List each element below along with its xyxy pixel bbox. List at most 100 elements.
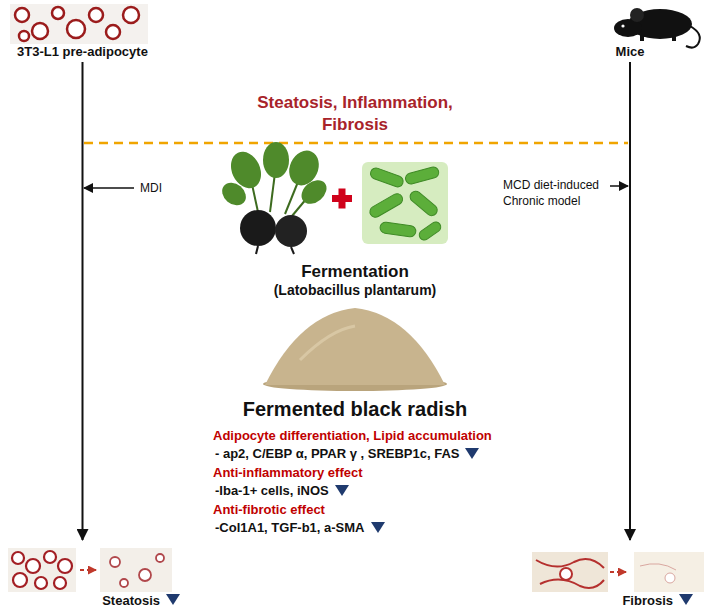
tissue-image-part-part (536, 559, 604, 568)
tissue-image-part (532, 552, 608, 592)
process-label-wrap: Fermentation (301, 262, 409, 282)
image-panel: Mice (575, 2, 685, 62)
pointer-arrow (610, 185, 628, 187)
radish-image-part (256, 246, 258, 254)
radish-image-part (291, 247, 294, 254)
connector-arrow (82, 62, 84, 540)
connector-arrow (629, 62, 631, 540)
input-label: MCD diet-induced Chronic model (503, 178, 599, 208)
cell-image-part (110, 554, 164, 587)
cell-image-part-part (89, 8, 103, 22)
cell-image-part (10, 4, 148, 44)
panel-caption-row: Mice (616, 42, 645, 60)
radish-image (218, 142, 332, 254)
cell-image-part-part (13, 573, 27, 587)
effect-heading-wrap: Adipocyte differentiation, Lipid accumul… (213, 428, 492, 443)
cell-image-part-part (52, 7, 64, 19)
dashed-divider (84, 142, 628, 145)
down-triangle (465, 448, 479, 459)
cell-image-part (15, 7, 139, 41)
product-label: Fermented black radish (243, 398, 468, 420)
plus-sign-part (339, 189, 346, 209)
bacteria-image (362, 162, 448, 244)
input-label-wrap: MDI (140, 180, 162, 196)
panel-caption: 3T3-L1 pre-adipocyte (17, 44, 148, 59)
powder-image (263, 308, 447, 391)
effect-heading: Anti-fibrotic effect (213, 502, 325, 517)
tissue-image (532, 552, 704, 592)
species-label-wrap: (Latobacillus plantarum) (274, 282, 437, 298)
cell-image-part-part (15, 8, 29, 22)
panel-caption-row: 3T3-L1 pre-adipocyte (17, 42, 148, 60)
tissue-image-part (610, 571, 626, 573)
tissue-image-part-part (665, 573, 675, 583)
species-label: (Latobacillus plantarum) (274, 282, 437, 298)
cell-image-part-part (120, 579, 128, 587)
down-triangle (371, 522, 385, 533)
radish-image-part (218, 142, 332, 210)
cell-image-part-part (123, 7, 139, 23)
radish-image-part (240, 210, 276, 246)
mouse-silhouette-part (640, 35, 644, 41)
cell-image-part-part (139, 569, 151, 581)
cell-image-part (100, 548, 172, 592)
effect-heading-wrap: Anti-inflammatory effect (213, 465, 363, 480)
panel-caption-row: Fibrosis (622, 591, 693, 609)
image-panel: 3T3-L1 pre-adipocyte (5, 2, 160, 62)
bacteria-image-part-part (404, 166, 440, 185)
input-label-wrap: MCD diet-induced Chronic model (503, 177, 608, 209)
cell-image-part-part (54, 577, 66, 589)
marker-list-wrap: -Iba-1+ cells, iNOS (215, 483, 349, 498)
cell-image-part-part (156, 554, 164, 562)
image-panel: Steatosis (5, 540, 190, 611)
cell-image-part-part (67, 20, 85, 38)
tissue-image-part-part (640, 564, 676, 570)
tissue-image-part (634, 552, 704, 592)
cell-image-part-part (19, 31, 29, 41)
product-label-wrap: Fermented black radish (243, 398, 468, 421)
down-triangle (166, 594, 180, 605)
cell-image-part-part (35, 577, 47, 589)
figure-title: Steatosis, Inflammation, Fibrosis (240, 92, 470, 136)
marker-list: -Iba-1+ cells, iNOS (215, 483, 329, 498)
pointer-arrow (84, 187, 134, 189)
bacteria-image-part-part (379, 222, 416, 238)
bacteria-image-part (362, 162, 448, 244)
cell-image (10, 4, 148, 44)
cell-image-part-part (110, 557, 120, 567)
powder-image-part (300, 326, 355, 360)
plus-sign (332, 189, 352, 209)
mouse-silhouette-part (672, 35, 676, 41)
radish-image-part-part (297, 175, 331, 208)
mouse-silhouette-part (630, 8, 644, 22)
cell-image-part-part (106, 25, 120, 39)
marker-list-wrap: -Col1A1, TGF-b1, a-SMA (215, 520, 385, 535)
radish-image-part-part (263, 142, 289, 178)
cell-image-part-part (58, 559, 72, 573)
image-panel: Fibrosis (525, 540, 705, 611)
mouse-silhouette-part (621, 24, 624, 27)
tissue-image-part-part (560, 568, 572, 580)
marker-list-wrap: - ap2, C/EBP α, PPAR γ , SREBP1c, FAS (215, 446, 479, 461)
cell-image-part (12, 551, 72, 589)
radish-image-part-part (218, 178, 251, 210)
bacteria-image-part-part (408, 189, 440, 218)
tissue-image-part-part (540, 579, 604, 588)
bacteria-image-part-part (368, 192, 405, 220)
powder-image-part (265, 308, 445, 385)
panel-caption: Mice (616, 44, 645, 59)
process-label: Fermentation (301, 262, 409, 281)
marker-list: - ap2, C/EBP α, PPAR γ , SREBP1c, FAS (215, 446, 459, 461)
down-triangle (679, 594, 693, 605)
effect-heading: Adipocyte differentiation, Lipid accumul… (213, 428, 492, 443)
tissue-image-part (640, 564, 676, 583)
marker-list: -Col1A1, TGF-b1, a-SMA (215, 520, 365, 535)
bacteria-image-part (368, 166, 443, 242)
bacteria-image-part-part (369, 166, 405, 188)
cell-image (8, 548, 172, 592)
effect-heading-wrap: Anti-fibrotic effect (213, 502, 325, 517)
input-label: MDI (140, 181, 162, 195)
cell-image-part-part (26, 559, 40, 573)
panel-caption-row: Steatosis (102, 591, 180, 609)
